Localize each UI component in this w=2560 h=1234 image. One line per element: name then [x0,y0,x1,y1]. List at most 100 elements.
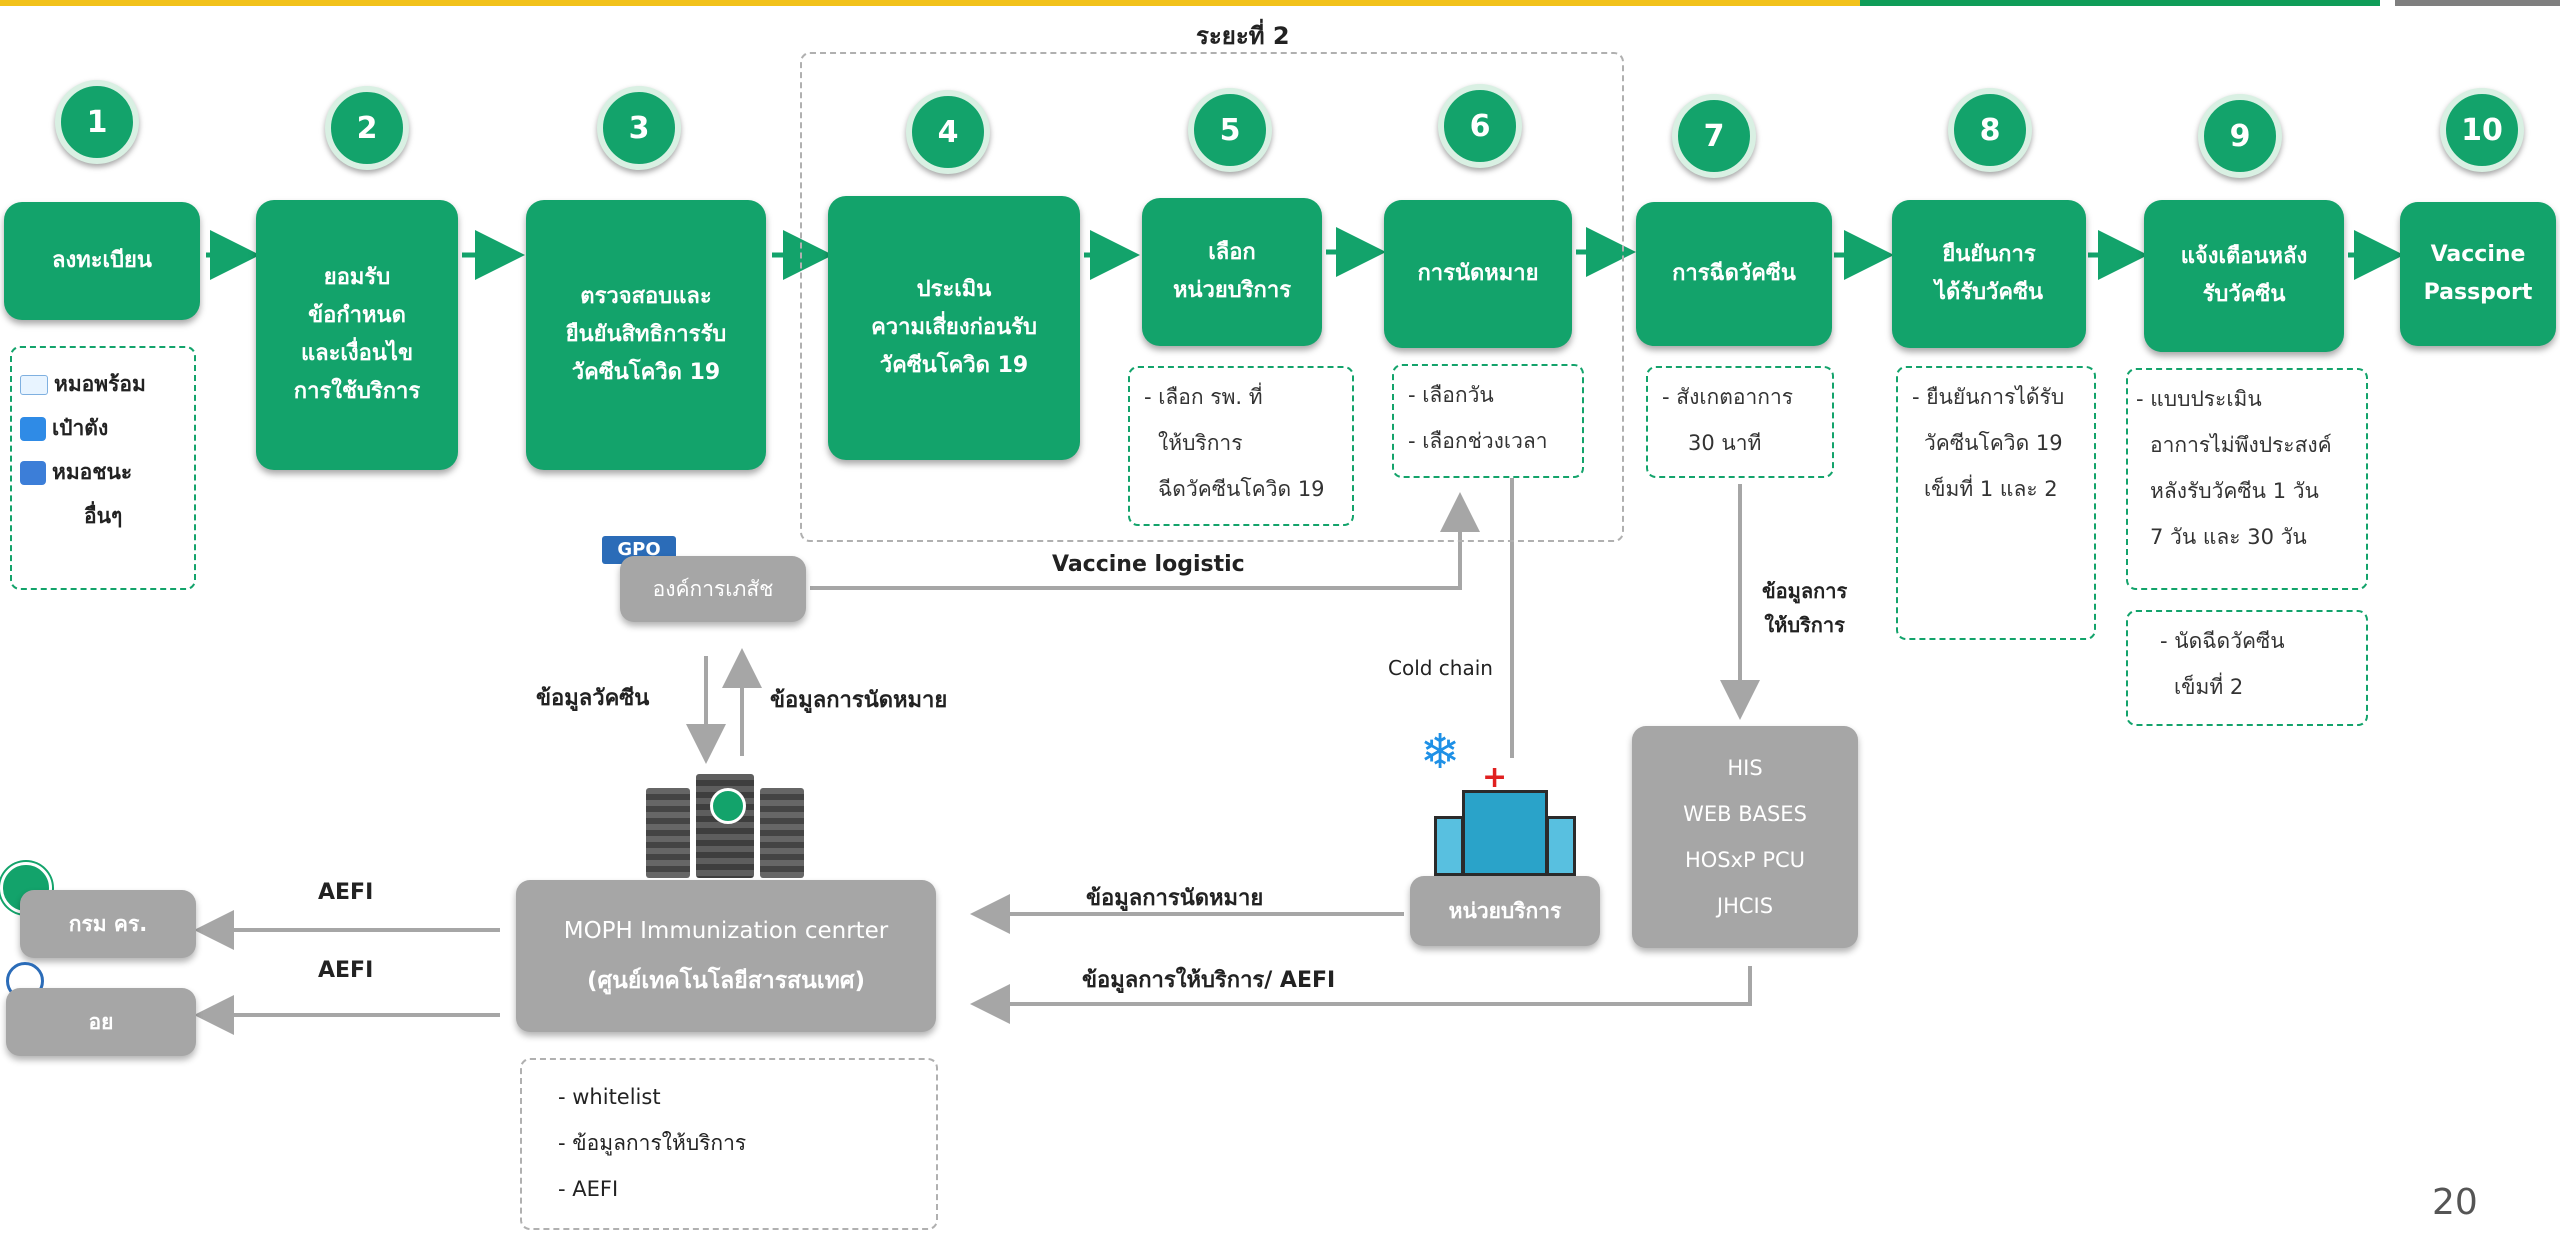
note-9a-line-4: 7 วัน และ 30 วัน [2150,525,2307,549]
moph-line-1: MOPH Immunization cenrter [563,918,889,944]
service-unit-label: หน่วยบริการ [1448,898,1562,923]
channel-label-paotang: เป๋าตัง [52,416,109,440]
step-5-select-service-unit: เลือก หน่วยบริการ [1142,198,1322,346]
step-10-line-1: Vaccine [2430,242,2526,267]
appointment-data-label-2: ข้อมูลการนัดหมาย [1086,886,1264,911]
note-8-line-2: วัคซีนโควิด 19 [1924,431,2063,455]
data-list-box: - whitelist - ข้อมูลการให้บริการ - AEFI [520,1058,938,1230]
moph-emblem-icon [710,788,746,824]
step-4-line-2: ความเสี่ยงก่อนรับ [871,315,1037,340]
step-5-line-1: เลือก [1208,240,1256,265]
channel-label-mohchana: หมอชนะ [52,460,133,484]
step-10-line-2: Passport [2423,280,2533,305]
fda-label: อย [88,1009,114,1034]
step-2-line-1: ยอมรับ [323,265,391,290]
channel-mohchana: หมอชนะ [20,450,186,494]
step-3-line-3: วัคซีนโควิด 19 [571,360,721,385]
step-2-line-3: และเงื่อนไข [300,341,414,366]
note-9a-line-2: อาการไม่พึงประสงค์ [2150,433,2332,457]
note-7-line-1: - สังเกตอาการ [1662,385,1794,409]
vaccine-logistic-label: Vaccine logistic [1052,552,1245,577]
data-list-item-1: - whitelist [558,1085,661,1109]
step-6-number: 6 [1438,84,1522,168]
note-5-line-2: ให้บริการ [1158,431,1243,455]
phase-2-label: ระยะที่ 2 [1196,22,1290,50]
snowflake-icon: ❄ [1420,724,1461,780]
data-list-item-2: - ข้อมูลการให้บริการ [558,1131,747,1155]
step-9-line-1: แจ้งเตือนหลัง [2180,244,2308,269]
step-7-line-1: การฉีดวัคซีน [1672,261,1796,286]
gpo-box: องค์การเภสัช [620,556,806,622]
channel-label-mohpromt: หมอพร้อม [54,372,146,396]
cold-chain-label: Cold chain [1388,656,1493,680]
note-step-5: - เลือก รพ. ที่ ให้บริการ ฉีดวัคซีนโควิด… [1128,366,1354,526]
step-9-number: 9 [2198,94,2282,178]
step-8-number: 8 [1948,88,2032,172]
server-rack-icon [646,774,806,878]
note-8-line-1: - ยืนยันการได้รับ [1912,385,2065,409]
step-2-line-4: การใช้บริการ [293,379,421,404]
note-8-line-3: เข็มที่ 1 และ 2 [1924,477,2058,501]
note-5-line-1: - เลือก รพ. ที่ [1144,385,1263,409]
paotang-icon [20,417,46,441]
note-9a-line-3: หลังรับวัคซีน 1 วัน [2150,479,2319,503]
top-accent-bar-gray [2395,0,2560,6]
gpo-label: องค์การเภสัช [652,576,774,601]
mohchana-icon [20,461,46,485]
dept-ddc-label: กรม คร. [68,911,148,936]
note-step-7: - สังเกตอาการ 30 นาที [1646,366,1834,478]
step-2-line-2: ข้อกำหนด [308,303,406,328]
data-list-item-3: - AEFI [558,1177,619,1201]
step-4-line-1: ประเมิน [916,277,992,302]
note-step-9-assessment: - แบบประเมิน อาการไม่พึงประสงค์ หลังรับว… [2126,368,2368,590]
step-5-line-2: หน่วยบริการ [1172,278,1292,303]
step-5-number: 5 [1188,88,1272,172]
step-3-verify-eligibility: ตรวจสอบและ ยืนยันสิทธิการรับ วัคซีนโควิด… [526,200,766,470]
step-7-vaccination: การฉีดวัคซีน [1636,202,1832,346]
step-1-number: 1 [55,80,139,164]
step-3-line-2: ยืนยันสิทธิการรับ [565,322,727,347]
step-9-post-vaccine-alert: แจ้งเตือนหลัง รับวัคซีน [2144,200,2344,352]
phase-2-region [800,52,1624,542]
page-number: 20 [2432,1182,2478,1223]
vaccine-data-label: ข้อมูลวัคซีน [536,686,650,711]
mohpromt-icon [20,375,48,395]
step-8-line-1: ยืนยันการ [1942,242,2036,267]
his-line-3: HOSxP PCU [1684,848,1806,872]
step-4-risk-assessment: ประเมิน ความเสี่ยงก่อนรับ วัคซีนโควิด 19 [828,196,1080,460]
dept-ddc-box: กรม คร. [20,890,196,958]
note-step-8: - ยืนยันการได้รับ วัคซีนโควิด 19 เข็มที่… [1896,366,2096,640]
step-6-appointment: การนัดหมาย [1384,200,1572,348]
his-systems-box: HIS WEB BASES HOSxP PCU JHCIS [1632,726,1858,948]
service-data-line-2: ให้บริการ [1764,613,1845,637]
channels-box: หมอพร้อม เป๋าตัง หมอชนะ อื่นๆ [10,346,196,590]
step-8-line-2: ได้รับวัคซีน [1934,280,2044,305]
step-3-line-1: ตรวจสอบและ [580,284,712,309]
step-2-accept-terms: ยอมรับ ข้อกำหนด และเงื่อนไข การใช้บริการ [256,200,458,470]
note-7-line-2: 30 นาที [1688,431,1762,455]
step-8-confirm-vaccination: ยืนยันการ ได้รับวัคซีน [1892,200,2086,348]
note-9b-line-2: เข็มที่ 2 [2174,675,2244,699]
channel-others: อื่นๆ [84,504,123,528]
moph-line-2: (ศูนย์เทคโนโลยีสารสนเทศ) [587,968,865,994]
step-4-line-3: วัคซีนโควิด 19 [879,353,1029,378]
note-6-line-1: - เลือกวัน [1408,383,1494,407]
note-6-line-2: - เลือกช่วงเวลา [1408,429,1548,453]
step-7-number: 7 [1672,94,1756,178]
service-data-label: ข้อมูลการ ให้บริการ [1762,574,1847,642]
aefi-label-1: AEFI [318,880,374,905]
step-3-number: 3 [597,86,681,170]
channel-paotang: เป๋าตัง [20,406,186,450]
top-accent-bar [0,0,1860,6]
service-unit-box: หน่วยบริการ [1410,876,1600,946]
service-data-line-1: ข้อมูลการ [1762,579,1848,603]
aefi-label-2: AEFI [318,958,374,983]
hospital-building-icon: + [1434,760,1576,876]
note-9a-line-1: - แบบประเมิน [2136,387,2262,411]
step-1-register: ลงทะเบียน [4,202,200,320]
moph-immunization-center: MOPH Immunization cenrter (ศูนย์เทคโนโลย… [516,880,936,1032]
step-10-number: 10 [2440,88,2524,172]
his-line-4: JHCIS [1716,894,1774,918]
note-5-line-3: ฉีดวัคซีนโควิด 19 [1158,477,1325,501]
